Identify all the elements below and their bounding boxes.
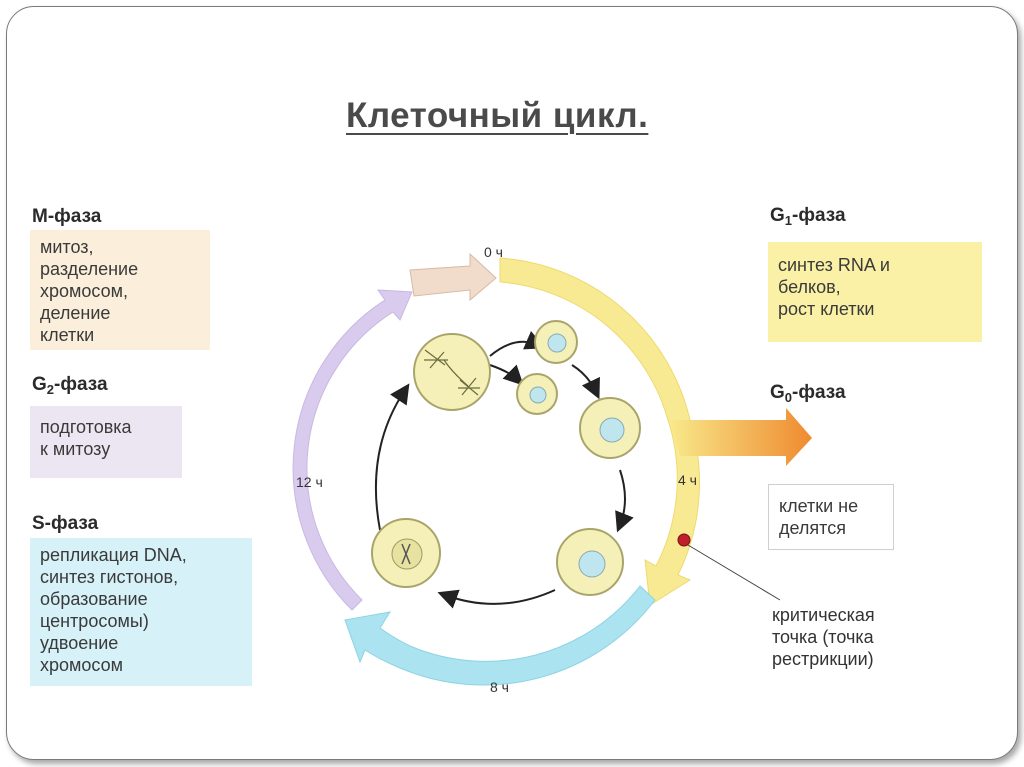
- g1-phase-description: синтез RNA и белков, рост клетки: [768, 242, 982, 342]
- cell-daughter-top: [534, 320, 578, 364]
- checkpoint-label: критическая точка (точка рестрикции): [772, 605, 875, 669]
- inner-arrow-2: [571, 364, 600, 400]
- g0-phase-description: клетки не делятся: [768, 484, 894, 550]
- cell-dividing: [413, 333, 491, 411]
- cell-growing: [579, 397, 641, 459]
- inner-arrow-1: [489, 331, 546, 357]
- m-phase-title: M-фаза: [32, 206, 102, 227]
- g2-phase-arrow: [292, 289, 413, 611]
- time-label-0: 0 ч: [484, 244, 503, 260]
- time-label-12: 12 ч: [296, 474, 323, 490]
- inner-arrow-3: [615, 469, 634, 533]
- inner-arrow-5: [374, 383, 410, 531]
- g0-phase-title: G0-фаза: [770, 382, 846, 405]
- slide-title: Клеточный цикл.: [346, 96, 649, 135]
- g1-phase-title: G1-фаза: [770, 205, 846, 228]
- cell-g2-phase: [371, 518, 441, 588]
- m-phase-arrow: [409, 252, 497, 302]
- s-phase-description: репликация DNA, синтез гистонов, образов…: [30, 538, 252, 686]
- cell-s-phase: [556, 528, 624, 596]
- time-label-4: 4 ч: [678, 472, 697, 488]
- time-label-8: 8 ч: [490, 679, 509, 695]
- checkpoint-dot: [677, 533, 691, 547]
- g1-phase-arrow: [499, 257, 700, 606]
- inner-arrow-6: [489, 364, 524, 386]
- m-phase-description: митоз, разделение хромосом, деление клет…: [30, 230, 210, 350]
- g2-phase-title: G2-фаза: [32, 374, 108, 397]
- cell-daughter-bottom: [516, 373, 558, 415]
- g2-phase-description: подготовка к митозу: [30, 406, 182, 478]
- g0-phase-arrow: [670, 408, 812, 466]
- checkpoint-pointer: [687, 544, 781, 601]
- inner-arrow-4: [437, 589, 556, 609]
- s-phase-arrow: [344, 585, 656, 686]
- s-phase-title: S-фаза: [32, 513, 99, 534]
